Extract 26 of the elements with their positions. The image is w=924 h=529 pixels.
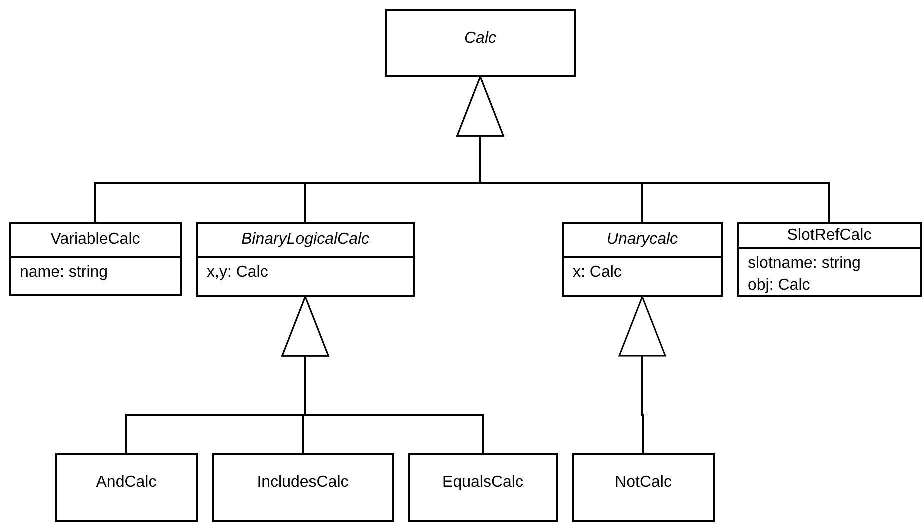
class-name: BinaryLogicalCalc <box>241 230 370 250</box>
class-name: VariableCalc <box>50 230 140 250</box>
class-box <box>212 453 394 522</box>
attribute-text: slotname: string <box>748 254 862 274</box>
generalization-arrow <box>456 76 830 222</box>
class-name: SlotRefCalc <box>787 226 872 246</box>
attribute-text: obj: Calc <box>748 276 812 296</box>
class-box <box>408 453 558 522</box>
class-box <box>55 453 198 522</box>
class-box <box>196 222 415 297</box>
class-name: NotCalc <box>615 473 672 493</box>
class-box <box>737 222 922 297</box>
class-box <box>562 222 723 297</box>
class-box <box>572 453 715 522</box>
class-box <box>385 9 576 77</box>
class-name: IncludesCalc <box>257 473 349 493</box>
class-name: Calc <box>464 29 496 49</box>
class-box <box>9 222 182 296</box>
generalization-arrow <box>282 296 484 453</box>
attribute-text: x,y: Calc <box>207 263 270 283</box>
class-name: Unarycalc <box>606 230 678 250</box>
class-name: AndCalc <box>96 473 157 493</box>
class-name: EqualsCalc <box>442 473 524 493</box>
generalization-arrow <box>618 296 666 453</box>
attribute-text: x: Calc <box>573 263 623 283</box>
attribute-text: name: string <box>20 263 110 283</box>
